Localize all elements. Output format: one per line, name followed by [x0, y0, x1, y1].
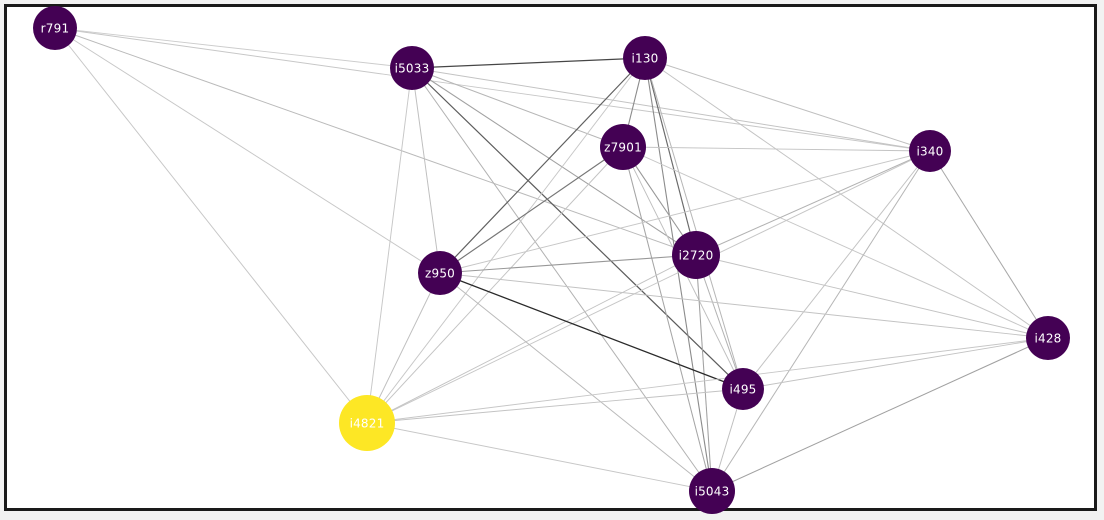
graph-edge: [644, 57, 697, 256]
graph-edge: [929, 150, 1049, 339]
graph-edge: [411, 67, 697, 256]
node-circle[interactable]: [418, 251, 462, 295]
graph-edge: [366, 337, 1049, 424]
graph-edge: [742, 150, 931, 390]
graph-edge: [366, 388, 744, 424]
node-circle[interactable]: [33, 6, 77, 50]
node-circle[interactable]: [689, 468, 735, 514]
graph-edge: [54, 27, 441, 274]
graph-node-i428[interactable]: i428: [1026, 316, 1070, 360]
graph-edge: [439, 57, 646, 274]
graph-edge: [622, 146, 1049, 339]
graph-edge: [622, 146, 713, 492]
graph-node-i130[interactable]: i130: [623, 36, 667, 80]
graph-node-i2720[interactable]: i2720: [672, 231, 720, 279]
graph-edge: [439, 150, 931, 274]
graph-edge: [439, 272, 744, 390]
graph-node-i4821[interactable]: i4821: [339, 395, 395, 451]
node-circle[interactable]: [390, 46, 434, 90]
graph-edge: [695, 254, 1049, 339]
node-circle[interactable]: [909, 130, 951, 172]
graph-edge: [711, 150, 931, 492]
edge-layer: [54, 27, 1049, 492]
graph-edge: [644, 57, 931, 152]
graph-edge: [411, 67, 744, 390]
graph-edge: [439, 254, 697, 274]
node-circle[interactable]: [339, 395, 395, 451]
graph-edge: [411, 67, 441, 274]
plot-frame: [4, 4, 1097, 511]
graph-node-z950[interactable]: z950: [418, 251, 462, 295]
graph-node-i5033[interactable]: i5033: [390, 46, 434, 90]
graph-edge: [711, 337, 1049, 492]
graph-edge: [411, 67, 931, 152]
graph-edge: [411, 57, 646, 69]
graph-edge: [366, 146, 624, 424]
node-circle[interactable]: [722, 368, 764, 410]
graph-edge: [644, 57, 1049, 339]
node-circle[interactable]: [672, 231, 720, 279]
node-circle[interactable]: [1026, 316, 1070, 360]
graph-edge: [742, 337, 1049, 390]
graph-edge: [366, 67, 413, 424]
graph-edge: [695, 150, 931, 256]
graph-edge: [411, 67, 713, 492]
graph-node-i5043[interactable]: i5043: [689, 468, 735, 514]
graph-edge: [54, 27, 368, 424]
graph-edge: [622, 146, 931, 152]
graph-edge: [54, 27, 931, 152]
node-circle[interactable]: [623, 36, 667, 80]
graph-node-r791[interactable]: r791: [33, 6, 77, 50]
graph-edge: [366, 57, 646, 424]
graph-edge: [54, 27, 413, 69]
graph-edge: [439, 272, 1049, 339]
node-layer[interactable]: r791 i5033 i130 z7901 i340 i2720 z950 i428 i495 i…: [33, 6, 1070, 514]
graph-edge: [439, 272, 713, 492]
graph-edge: [54, 27, 697, 256]
graph-edge: [644, 57, 744, 390]
graph-edge: [695, 254, 713, 492]
graph-node-i495[interactable]: i495: [722, 368, 764, 410]
graph-edge: [411, 67, 624, 148]
graph-edge: [366, 422, 713, 492]
graph-edge: [366, 150, 931, 424]
graph-edge: [644, 57, 713, 492]
node-circle[interactable]: [600, 124, 646, 170]
graph-edge: [439, 146, 624, 274]
graph-edge: [366, 254, 697, 424]
graph-node-z7901[interactable]: z7901: [600, 124, 646, 170]
graph-node-i340[interactable]: i340: [909, 130, 951, 172]
